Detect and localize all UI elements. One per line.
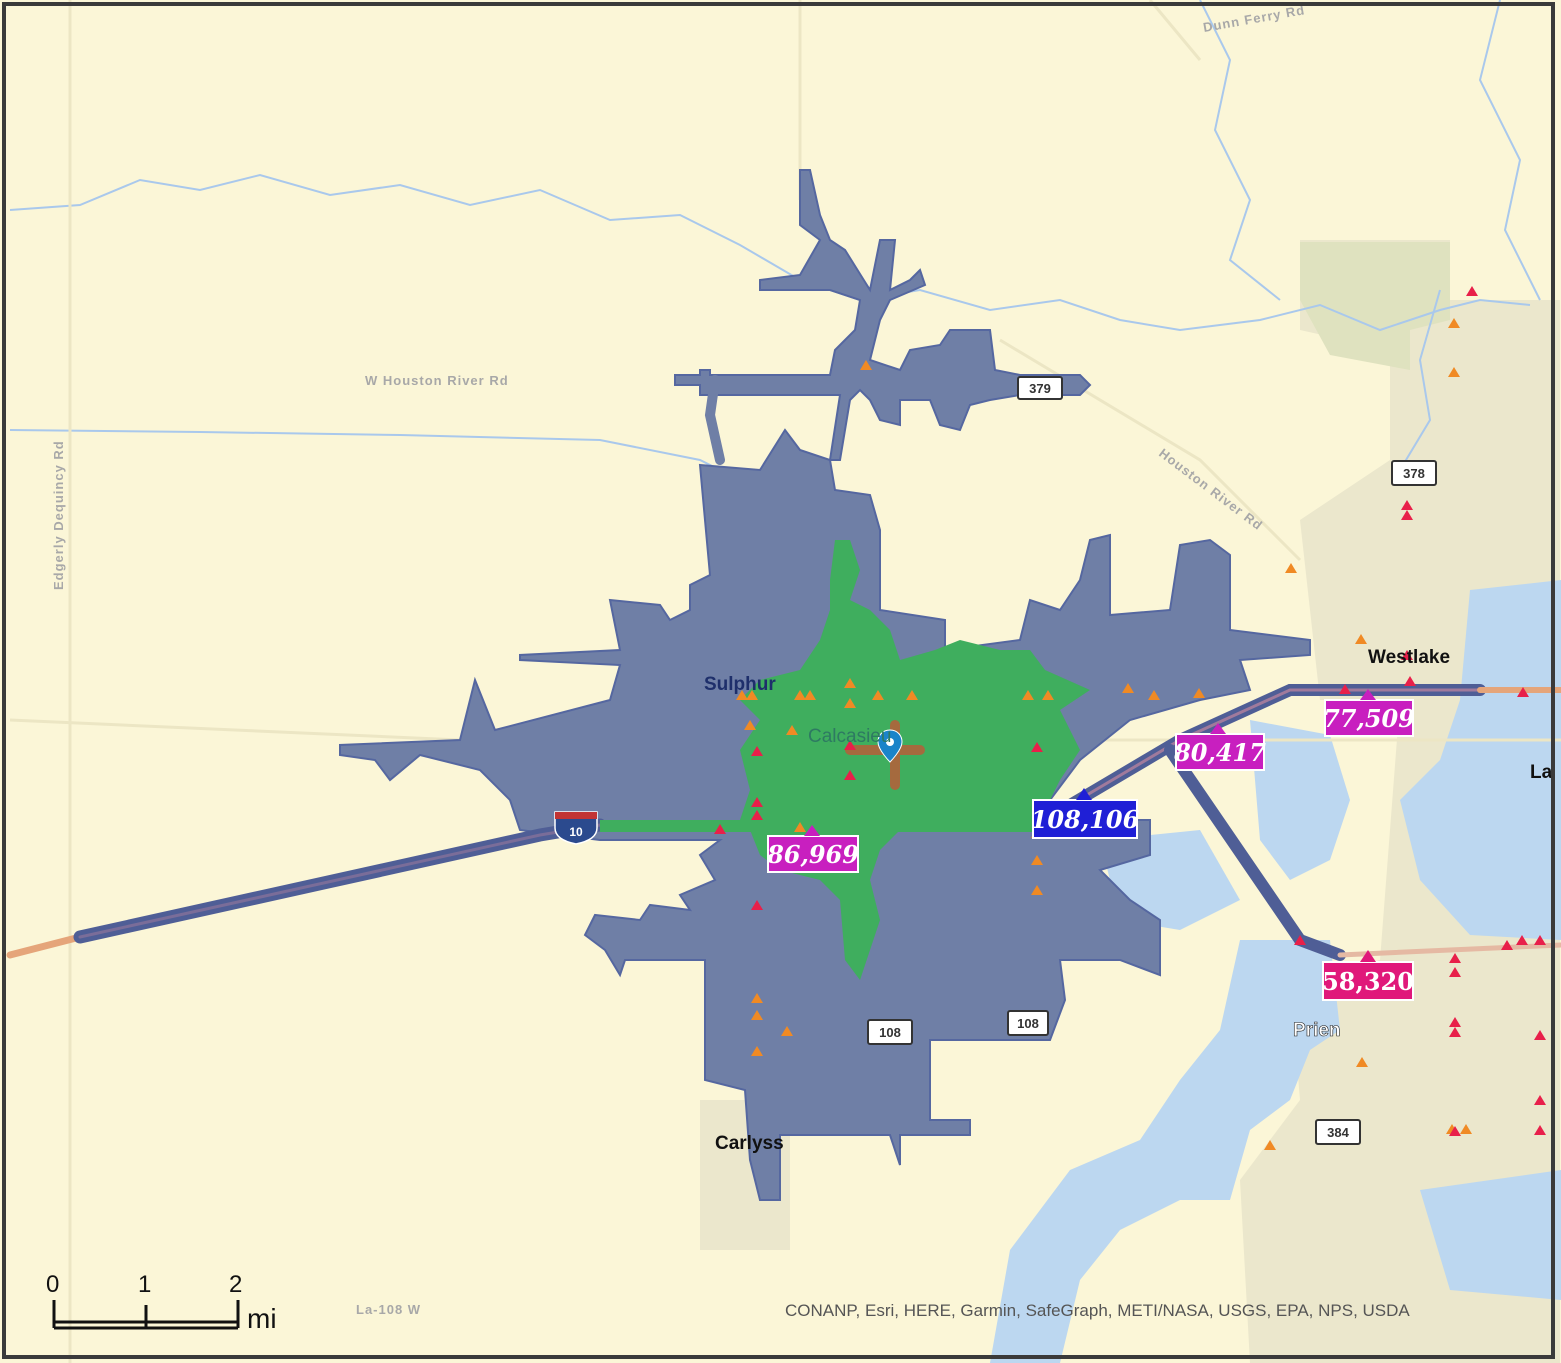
park-area [1300, 242, 1450, 370]
route-shield-108-b: 108 [1007, 1010, 1049, 1036]
route-shield-378: 378 [1391, 460, 1437, 486]
svg-text:384: 384 [1327, 1125, 1349, 1140]
traffic-volume-label-86969[interactable]: 86,969 [766, 825, 859, 873]
place-label-la: La [1530, 762, 1553, 783]
traffic-volume-label-58320[interactable]: 58,320 [1322, 950, 1414, 1001]
location-pin-icon[interactable] [877, 729, 903, 763]
svg-text:378: 378 [1403, 466, 1425, 481]
interstate-shield-10: 10 [554, 811, 598, 845]
road-label-w-houston-river-rd: W Houston River Rd [365, 373, 509, 388]
place-label-westlake: Westlake [1368, 647, 1450, 668]
svg-text:108,106: 108,106 [1031, 805, 1140, 834]
traffic-volume-label-80417[interactable]: 80,417 [1173, 723, 1266, 771]
road-label-edgerly-dequincy-rd: Edgerly Dequincy Rd [51, 440, 66, 590]
svg-text:108: 108 [1017, 1016, 1039, 1031]
scale-bar: 0 1 2 mi [46, 1271, 277, 1334]
water-bodies [990, 580, 1561, 1363]
route-shield-384: 384 [1315, 1119, 1361, 1145]
svg-text:108: 108 [879, 1025, 901, 1040]
place-label-sulphur: Sulphur [704, 674, 776, 695]
map-attribution: CONANP, Esri, HERE, Garmin, SafeGraph, M… [785, 1301, 1410, 1320]
traffic-volume-label-108106[interactable]: 108,106 [1031, 788, 1140, 839]
red-triangle-markers [714, 286, 1546, 1136]
route-shield-108-a: 108 [867, 1019, 913, 1045]
traffic-volume-label-77509[interactable]: 77,509 [1323, 689, 1415, 737]
place-label-carlyss: Carlyss [715, 1133, 784, 1154]
svg-text:2: 2 [229, 1271, 242, 1298]
road-label-la-108-w: La-108 W [356, 1302, 421, 1317]
svg-text:58,320: 58,320 [1322, 967, 1414, 996]
svg-text:86,969: 86,969 [766, 840, 859, 869]
svg-text:77,509: 77,509 [1323, 704, 1415, 733]
svg-text:mi: mi [247, 1303, 277, 1334]
inner-coverage-polygon[interactable] [600, 540, 1090, 980]
svg-text:10: 10 [569, 825, 583, 839]
svg-text:379: 379 [1029, 381, 1051, 396]
svg-text:0: 0 [46, 1271, 59, 1298]
place-label-prien: Prien [1293, 1020, 1341, 1041]
route-shield-379: 379 [1017, 376, 1063, 400]
svg-text:1: 1 [138, 1271, 151, 1298]
place-label-calcasieu: Calcasieu [808, 726, 891, 747]
svg-text:80,417: 80,417 [1173, 738, 1266, 767]
orange-triangle-markers [736, 318, 1472, 1150]
